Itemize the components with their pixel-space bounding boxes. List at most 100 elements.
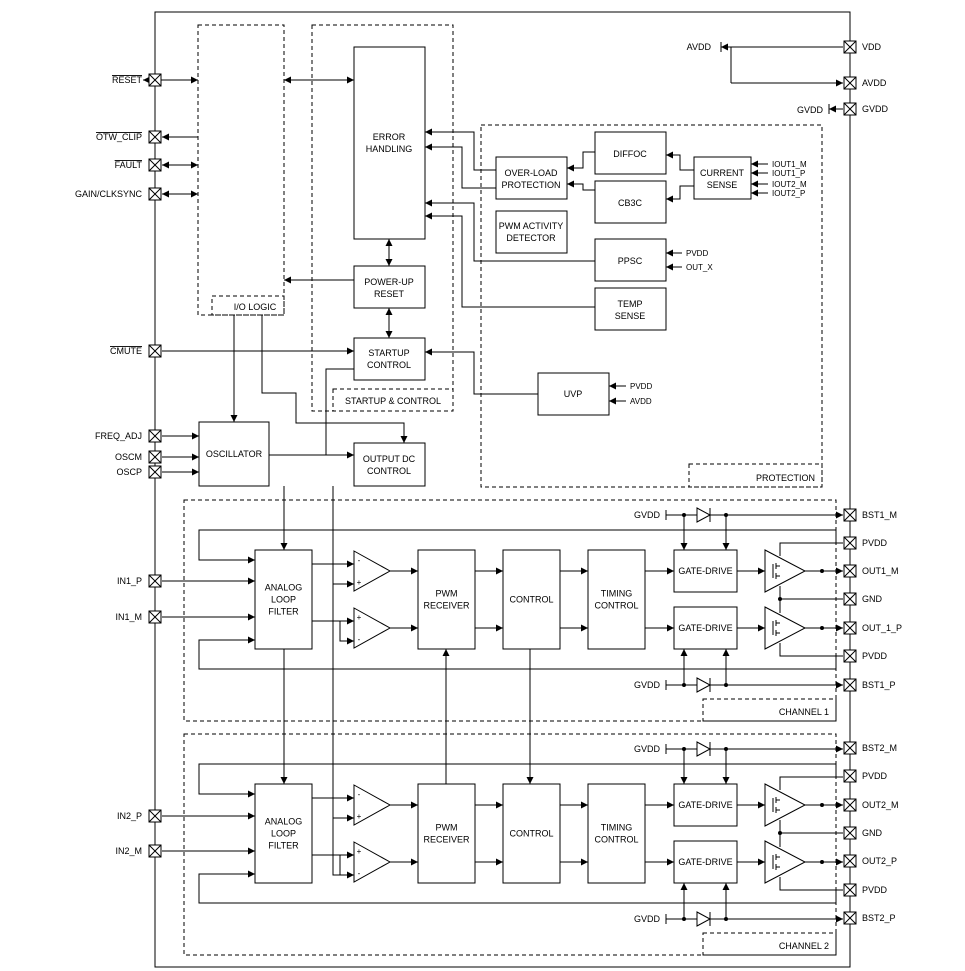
svg-text:CONTROL: CONTROL <box>594 835 638 845</box>
pin-label-freq-adj: FREQ_ADJ <box>95 431 142 441</box>
svg-text:FILTER: FILTER <box>268 841 299 851</box>
inter-channel-connections <box>280 486 534 876</box>
ch2-bootstrap-diode-bottom <box>696 911 712 927</box>
signal-iout2-p: IOUT2_P <box>772 189 805 198</box>
svg-text:HANDLING: HANDLING <box>366 144 413 154</box>
ch2-output-driver-top <box>764 783 807 827</box>
pin-label-oscm: OSCM <box>115 452 142 462</box>
ch1-gvdd-top-label: GVDD <box>634 510 661 520</box>
svg-text:PPSC: PPSC <box>618 256 643 266</box>
pin-label-bst1-p: BST1_P <box>862 680 896 690</box>
svg-text:DIFFOC: DIFFOC <box>613 149 647 159</box>
current-sense-inputs: IOUT1_M IOUT1_P IOUT2_M IOUT2_P <box>751 160 807 198</box>
pin-label-bst1-m: BST1_M <box>862 510 897 520</box>
ch1-gate-drive-bottom: GATE-DRIVE <box>673 606 738 650</box>
svg-text:CONTROL: CONTROL <box>509 595 553 605</box>
pin-label-gvdd: GVDD <box>862 104 889 114</box>
svg-text:-: - <box>358 869 361 878</box>
svg-text:-: - <box>358 635 361 644</box>
svg-text:RESET: RESET <box>374 289 405 299</box>
svg-text:STARTUP: STARTUP <box>368 348 409 358</box>
pin-label-in2-m: IN2_M <box>115 846 142 856</box>
channels: ANALOGLOOPFILTER-++-PWMRECEIVERCONTROLTI… <box>198 507 843 927</box>
pin-otw-clip: OTW_CLIP <box>96 130 198 144</box>
pin-label-bst2-p: BST2_P <box>862 913 896 923</box>
pin-in1-m: IN1_M <box>115 610 255 624</box>
ch2-bootstrap-diode-top <box>696 741 712 757</box>
svg-text:UVP: UVP <box>564 389 583 399</box>
ch2-timing-control: TIMING CONTROL <box>587 783 646 884</box>
block-pwm-activity-detector: PWM ACTIVITY DETECTOR <box>495 210 568 254</box>
block-cb3c: CB3C <box>594 180 667 224</box>
pin-label-cmute: CMUTE <box>110 346 142 356</box>
block-startup-control: STARTUP CONTROL <box>353 337 426 381</box>
svg-text:CONTROL: CONTROL <box>367 466 411 476</box>
ch2-gate-drive-bottom: GATE-DRIVE <box>673 840 738 884</box>
ch1-control: CONTROL <box>502 549 561 650</box>
uvp-inputs: PVDD AVDD <box>609 382 652 406</box>
ch2-comparator-top: -+ <box>353 784 392 826</box>
svg-text:POWER-UP: POWER-UP <box>364 277 414 287</box>
group-label-channel-1: CHANNEL 1 <box>779 707 829 717</box>
pin-label-out1-m: OUT1_M <box>862 566 899 576</box>
svg-text:TIMING: TIMING <box>601 823 633 833</box>
label-avdd-internal: AVDD <box>687 42 712 52</box>
ch1-gvdd-bottom-label: GVDD <box>634 680 661 690</box>
svg-text:TEMP: TEMP <box>617 299 642 309</box>
signal-ppsc-out-x: OUT_X <box>686 263 713 272</box>
svg-text:GATE-DRIVE: GATE-DRIVE <box>678 857 732 867</box>
group-label-channel-2: CHANNEL 2 <box>779 941 829 951</box>
pin-label-gnd-1: GND <box>862 594 883 604</box>
ch1-comparator-bottom: +- <box>353 607 392 649</box>
svg-text:GATE-DRIVE: GATE-DRIVE <box>678 623 732 633</box>
group-startup-control: STARTUP & CONTROL <box>311 24 454 412</box>
pin-oscp: OSCP <box>116 465 199 479</box>
block-uvp: UVP <box>537 372 610 416</box>
ch2-gate-drive-top: GATE-DRIVE <box>673 783 738 827</box>
pin-freq-adj: FREQ_ADJ <box>95 429 199 443</box>
pin-gain-clksync: GAIN/CLKSYNC <box>75 187 198 201</box>
svg-text:CONTROL: CONTROL <box>509 829 553 839</box>
label-gvdd-internal: GVDD <box>797 105 824 115</box>
pin-label-in2-p: IN2_P <box>117 811 142 821</box>
ch1-bootstrap-diode-bottom <box>696 677 712 693</box>
pin-label-fault: FAULT <box>115 160 143 170</box>
pin-label-pvdd-2a: PVDD <box>862 771 888 781</box>
svg-text:RECEIVER: RECEIVER <box>423 835 470 845</box>
pin-label-gnd-2: GND <box>862 828 883 838</box>
pin-cmute: CMUTE <box>110 344 354 358</box>
svg-text:OSCILLATOR: OSCILLATOR <box>206 449 263 459</box>
signal-iout2-m: IOUT2_M <box>772 180 807 189</box>
ch1-gate-drive-top: GATE-DRIVE <box>673 549 738 593</box>
svg-text:CONTROL: CONTROL <box>594 601 638 611</box>
ch2-comparator-bottom: +- <box>353 841 392 883</box>
ch2-control: CONTROL <box>502 783 561 884</box>
svg-text:SENSE: SENSE <box>615 311 646 321</box>
group-label-io-logic: I/O LOGIC <box>234 302 277 312</box>
group-io-logic: I/O LOGIC <box>197 24 285 316</box>
block-diffoc: DIFFOC <box>594 131 667 175</box>
pin-label-in1-m: IN1_M <box>115 612 142 622</box>
svg-text:+: + <box>357 613 362 622</box>
signal-iout1-p: IOUT1_P <box>772 169 805 178</box>
channel-2-content: ANALOGLOOPFILTER-++-PWMRECEIVERCONTROLTI… <box>198 741 843 927</box>
ch2-output-driver-bottom <box>764 840 807 884</box>
svg-text:OUTPUT DC: OUTPUT DC <box>363 454 416 464</box>
signal-iout1-m: IOUT1_M <box>772 160 807 169</box>
svg-text:ANALOG: ANALOG <box>265 817 303 827</box>
group-label-protection: PROTECTION <box>756 473 815 483</box>
svg-text:CONTROL: CONTROL <box>367 360 411 370</box>
svg-text:RECEIVER: RECEIVER <box>423 601 470 611</box>
pin-label-vdd: VDD <box>862 42 882 52</box>
group-protection: PROTECTION <box>480 124 823 488</box>
svg-text:-: - <box>358 556 361 565</box>
pin-label-out1-p: OUT_1_P <box>862 623 902 633</box>
pin-label-gain-clksync: GAIN/CLKSYNC <box>75 189 143 199</box>
supply-section: AVDD GVDD <box>687 42 843 115</box>
svg-text:TIMING: TIMING <box>601 589 633 599</box>
pin-label-bst2-m: BST2_M <box>862 743 897 753</box>
ch1-bootstrap-diode-top <box>696 507 712 523</box>
